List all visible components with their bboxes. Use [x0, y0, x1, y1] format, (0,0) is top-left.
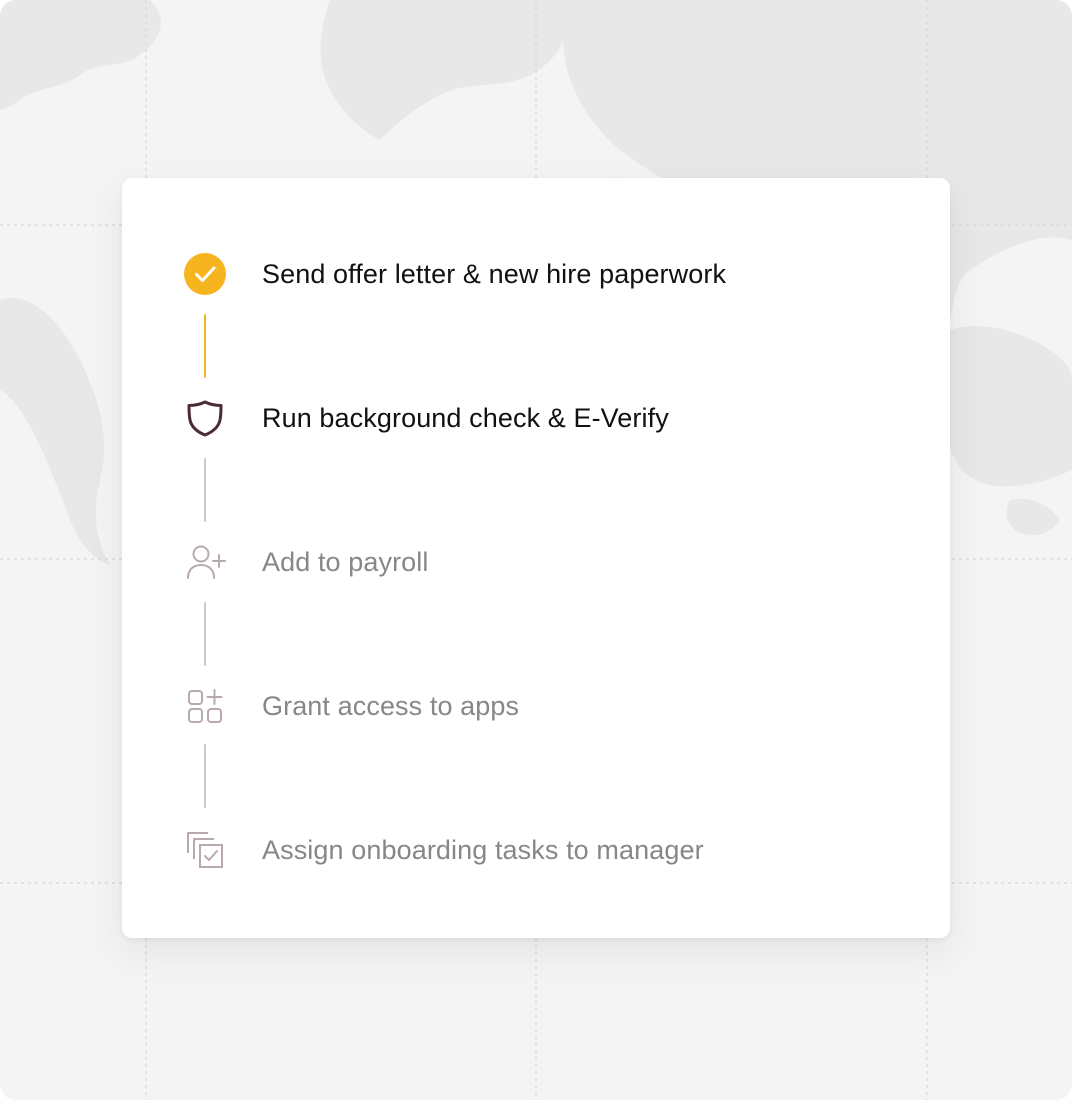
step-connector: [204, 458, 206, 522]
step-label: Send offer letter & new hire paperwork: [262, 259, 727, 289]
step-label: Add to payroll: [262, 547, 429, 577]
shield-icon: [184, 397, 226, 439]
step-grant-app-access[interactable]: Grant access to apps: [122, 676, 950, 736]
step-connector: [204, 744, 206, 808]
onboarding-checklist-card: Send offer letter & new hire paperwork R…: [122, 178, 950, 938]
step-background-check[interactable]: Run background check & E-Verify: [122, 388, 950, 448]
apps-grid-plus-icon: [184, 685, 226, 727]
check-circle-icon: [184, 253, 226, 295]
stacked-checklist-icon: [184, 829, 226, 871]
step-label: Assign onboarding tasks to manager: [262, 835, 704, 865]
step-send-offer-letter[interactable]: Send offer letter & new hire paperwork: [122, 244, 950, 304]
step-add-to-payroll[interactable]: Add to payroll: [122, 532, 950, 592]
step-connector-complete: [204, 314, 206, 378]
step-connector: [204, 602, 206, 666]
step-label: Grant access to apps: [262, 691, 520, 721]
step-label: Run background check & E-Verify: [262, 403, 669, 433]
user-plus-icon: [184, 541, 226, 583]
step-assign-manager-tasks[interactable]: Assign onboarding tasks to manager: [122, 820, 950, 880]
